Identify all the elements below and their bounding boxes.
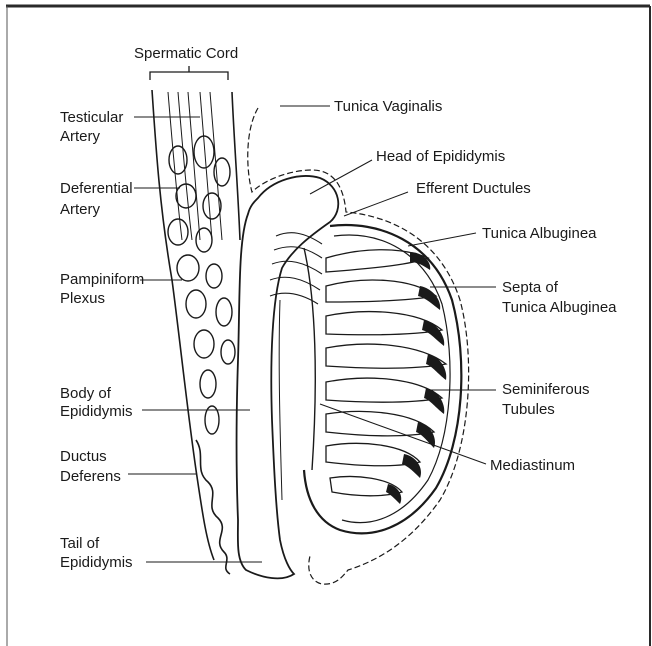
label-tunica-albuginea: Tunica Albuginea	[482, 225, 597, 242]
label-head-of-epididymis: Head of Epididymis	[376, 148, 505, 165]
septa-dark-marks	[386, 252, 446, 504]
label-testicular-artery-1: Testicular	[60, 109, 123, 126]
label-testicular-artery-2: Artery	[60, 128, 101, 145]
label-spermatic-cord: Spermatic Cord	[134, 45, 238, 62]
label-seminiferous-2: Tubules	[502, 401, 555, 418]
label-efferent-ductules: Efferent Ductules	[416, 180, 531, 197]
testicular-artery-strands	[168, 92, 222, 240]
label-septa-2: Tunica Albuginea	[502, 299, 617, 316]
label-deferential-artery-2: Artery	[60, 201, 101, 218]
label-ductus-deferens-2: Deferens	[60, 468, 121, 485]
label-body-of-epididymis-1: Body of	[60, 385, 112, 402]
pampiniform-plexus	[168, 136, 235, 434]
label-tunica-vaginalis: Tunica Vaginalis	[334, 98, 442, 115]
label-mediastinum: Mediastinum	[490, 457, 575, 474]
label-pampiniform-plexus-2: Plexus	[60, 290, 105, 307]
label-deferential-artery-1: Deferential	[60, 180, 133, 197]
label-ductus-deferens-1: Ductus	[60, 448, 107, 465]
label-body-of-epididymis-2: Epididymis	[60, 403, 133, 420]
label-pampiniform-plexus-1: Pampiniform	[60, 271, 144, 288]
mediastinum	[304, 248, 315, 470]
label-tail-of-epididymis-2: Epididymis	[60, 554, 133, 571]
label-seminiferous-1: Seminiferous	[502, 381, 590, 398]
label-septa-1: Septa of	[502, 279, 559, 296]
label-tail-of-epididymis-1: Tail of	[60, 535, 100, 552]
efferent-ductules	[270, 233, 322, 304]
epididymis-inner	[279, 300, 282, 500]
seminiferous-lobules	[326, 250, 446, 496]
spermatic-cord-bracket	[150, 72, 228, 80]
